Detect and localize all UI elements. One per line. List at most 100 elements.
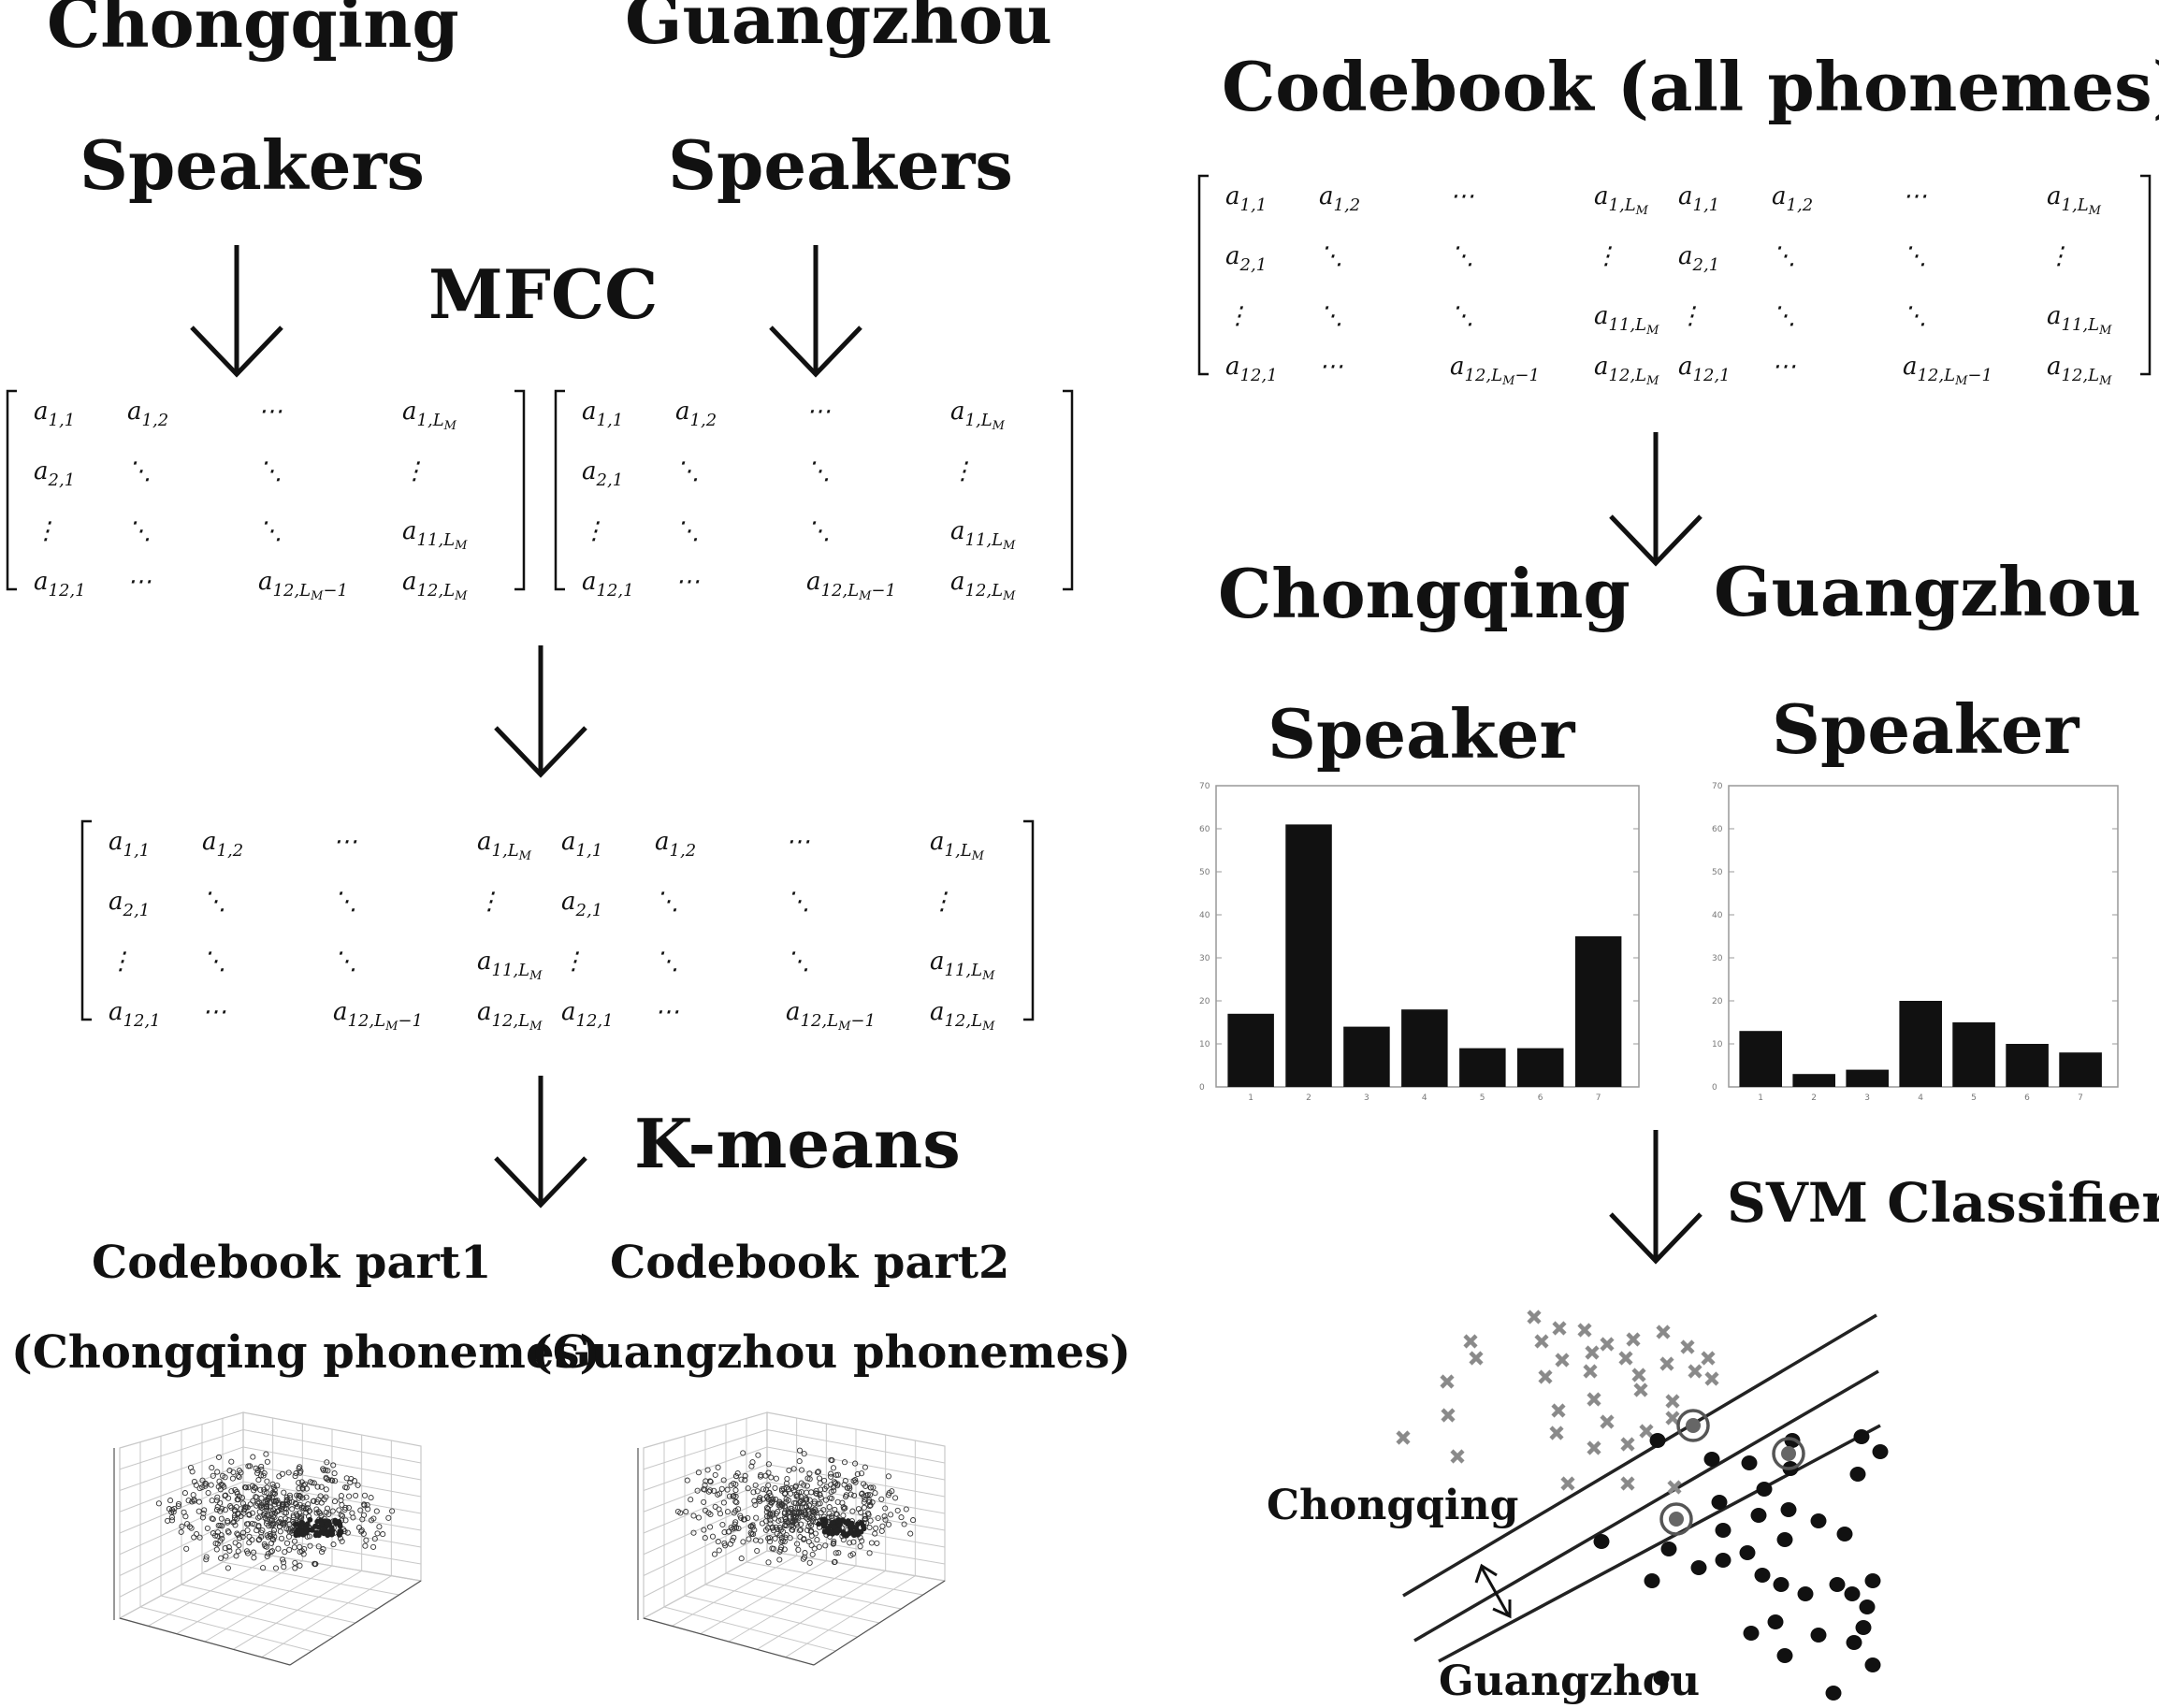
matrix-entry: ⋱ — [127, 517, 152, 545]
class-b-point — [1836, 1527, 1853, 1542]
class-a-point — [1396, 1430, 1411, 1445]
matrix-entry: ⋯ — [258, 398, 283, 426]
class-b-point — [1797, 1586, 1814, 1601]
matrix-entry: a12,LM — [930, 998, 995, 1034]
matrix-entry: ⋮ — [2047, 242, 2071, 270]
y-tick-label: 10 — [1199, 1040, 1210, 1049]
matrix-entry: a12,LM — [950, 568, 1016, 603]
matrix-entry: a12,LM — [477, 998, 543, 1034]
matrix-entry: a11,LM — [402, 517, 468, 553]
matrix-entry: ⋮ — [34, 517, 58, 545]
matrix-entry: ⋱ — [1319, 302, 1343, 330]
svm-class-chongqing-label: Chongqing — [1267, 1482, 1519, 1529]
x-tick-label: 2 — [1306, 1093, 1311, 1103]
class-b-point — [1864, 1657, 1881, 1672]
class-b-point — [1780, 1502, 1797, 1517]
matrix-entry: ⋯ — [675, 568, 700, 596]
class-b-point — [1750, 1508, 1767, 1523]
x-tick-label: 7 — [1596, 1093, 1601, 1103]
class-b-point — [1872, 1444, 1889, 1459]
matrix-entry: a12,1 — [582, 568, 634, 601]
matrix-entry: a1,LM — [1594, 182, 1649, 218]
x-tick-label: 1 — [1248, 1093, 1253, 1103]
class-b-point — [1859, 1599, 1876, 1614]
class-a-point — [1587, 1440, 1601, 1455]
class-b-point — [1767, 1614, 1784, 1629]
class-b-point — [1644, 1573, 1660, 1588]
svm-hyperplane — [1438, 1424, 1881, 1663]
matrix-entry: ⋱ — [806, 457, 831, 485]
codebook-part1-line2: (Chongqing phonemes) — [11, 1326, 601, 1379]
matrix-entry: ⋱ — [786, 888, 810, 916]
bar — [1846, 1069, 1889, 1087]
bar — [2059, 1052, 2102, 1087]
y-tick-label: 20 — [1712, 997, 1723, 1006]
matrix-entry: a2,1 — [1678, 242, 1719, 275]
guangzhou-speakers-title-line2: Speakers — [668, 125, 1013, 205]
arrow-chongqing-to-mfcc — [190, 245, 283, 378]
matrix-entry: ⋱ — [1450, 302, 1474, 330]
codebook-part2-line2: (Guangzhou phonemes) — [531, 1326, 1131, 1379]
class-a-point — [1585, 1345, 1600, 1360]
bar — [1517, 1048, 1564, 1087]
bar — [1739, 1031, 1782, 1087]
codebook-part2-3d-scatter — [637, 1411, 947, 1666]
arrow-svm-classifier — [1609, 1130, 1703, 1265]
class-b-point — [1715, 1523, 1732, 1538]
class-b-point — [1703, 1452, 1720, 1467]
class-a-point — [1656, 1324, 1671, 1339]
class-a-point — [1555, 1353, 1570, 1368]
matrix-entry: a1,LM — [2047, 182, 2102, 218]
class-a-point — [1469, 1351, 1484, 1366]
y-tick-label: 0 — [1199, 1083, 1205, 1093]
y-tick-label: 30 — [1199, 954, 1210, 963]
matrix-entry: ⋱ — [1450, 242, 1474, 270]
matrix-entry: a1,LM — [950, 398, 1006, 433]
class-a-point — [1639, 1424, 1654, 1439]
guangzhou-speaker-line1: Guangzhou — [1714, 552, 2141, 631]
matrix-entry: a1,LM — [402, 398, 457, 433]
class-a-point — [1665, 1394, 1680, 1409]
class-b-point — [1864, 1573, 1881, 1588]
bar — [1574, 936, 1622, 1087]
matrix-entry: a12,1 — [1678, 353, 1731, 385]
class-b-point — [1844, 1586, 1861, 1601]
matrix-entry: ⋮ — [1678, 302, 1703, 330]
chongqing-speaker-line2: Speaker — [1268, 694, 1575, 774]
support-vector-point — [1686, 1418, 1701, 1433]
matrix-entry: a1,LM — [930, 828, 985, 863]
class-b-point — [1715, 1553, 1732, 1568]
matrix-entry: ⋱ — [1772, 302, 1796, 330]
matrix-entry: a12,LM−1 — [258, 568, 348, 603]
chongqing-speakers-title-line1: Chongqing — [47, 0, 459, 63]
y-tick-label: 20 — [1199, 997, 1210, 1006]
y-tick-label: 40 — [1199, 911, 1210, 920]
bar — [1343, 1026, 1390, 1087]
matrix-entry: ⋮ — [582, 517, 606, 545]
y-tick-label: 30 — [1712, 954, 1723, 963]
matrix-entry: a1,2 — [202, 828, 243, 861]
matrix-entry: ⋱ — [258, 517, 283, 545]
matrix-entry: a11,LM — [930, 948, 995, 983]
y-tick-label: 50 — [1712, 868, 1723, 877]
matrix-entry: ⋱ — [786, 948, 810, 976]
matrix-entry: a11,LM — [950, 517, 1016, 553]
matrix-entry: ⋮ — [950, 457, 975, 485]
matrix-entry: a12,1 — [34, 568, 86, 601]
matrix-entry: a11,LM — [477, 948, 543, 983]
svm-classifier-label: SVM Classifier — [1727, 1171, 2159, 1235]
matrix-entry: ⋯ — [127, 568, 152, 596]
matrix-entry: a12,LM−1 — [1450, 353, 1540, 388]
bar — [1952, 1022, 1995, 1087]
matrix-entry: a11,LM — [1594, 302, 1659, 338]
x-tick-label: 3 — [1864, 1093, 1870, 1103]
matrix-entry: ⋮ — [930, 888, 954, 916]
bar — [1227, 1013, 1274, 1087]
arrow-guangzhou-to-mfcc — [769, 245, 862, 378]
matrix-entry: ⋱ — [202, 948, 226, 976]
matrix-entry: ⋯ — [1450, 182, 1474, 210]
matrix-entry: a1,1 — [109, 828, 150, 861]
class-b-point — [1776, 1532, 1793, 1547]
codebook-all-title: Codebook (all phonemes) — [1222, 47, 2159, 126]
